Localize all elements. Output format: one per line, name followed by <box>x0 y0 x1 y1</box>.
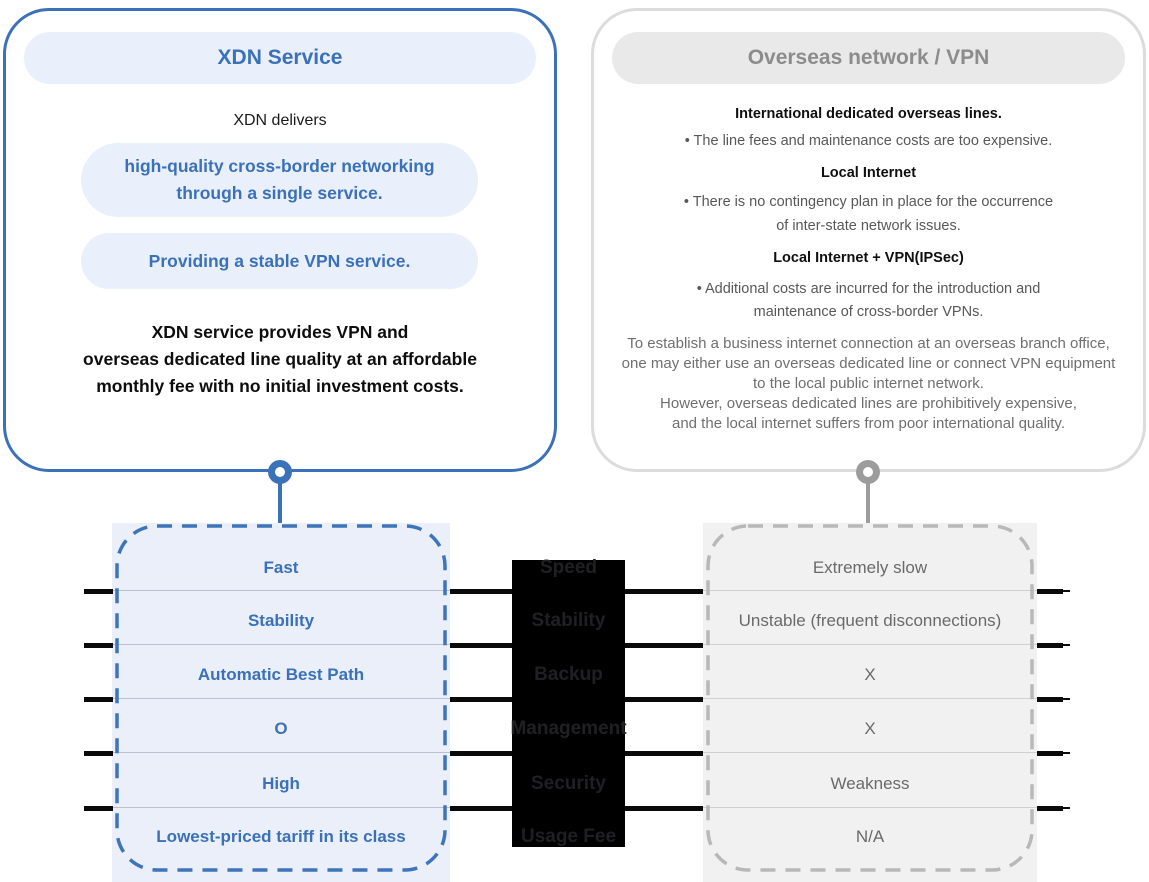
row-line <box>84 805 113 811</box>
criterion-management: Management <box>510 716 627 742</box>
row-line-tail <box>1060 752 1070 754</box>
xdn-feature-pill-2-line: Providing a stable VPN service. <box>148 250 411 271</box>
row-divider <box>112 590 450 591</box>
row-line-tail <box>1060 807 1070 809</box>
xdn-feature-pill-1-line-1: high-quality cross-border networking <box>124 156 435 176</box>
xdn-summary-text: XDN service provides VPN and overseas de… <box>6 319 554 400</box>
overseas-value-stability: Unstable (frequent disconnections) <box>738 611 1002 630</box>
xdn-summary-line-2: overseas dedicated line quality at an af… <box>83 349 477 369</box>
row-divider <box>703 752 1037 753</box>
row-divider <box>703 698 1037 699</box>
row-line-tail <box>1060 644 1070 646</box>
overseas-section-3-bullet-line-2: maintenance of cross-border VPNs. <box>753 304 984 320</box>
row-divider <box>703 590 1037 591</box>
criterion-backup: Backup <box>512 662 625 688</box>
row-divider <box>112 807 450 808</box>
xdn-intro-text: XDN delivers <box>233 112 327 129</box>
xdn-value-backup: Automatic Best Path <box>197 665 365 684</box>
criteria-column-background <box>512 560 625 847</box>
xdn-value-stability: Stability <box>247 611 315 630</box>
overseas-vpn-card: Overseas network / VPN International ded… <box>591 8 1146 472</box>
overseas-paragraph-line-4: However, overseas dedicated lines are pr… <box>660 395 1077 412</box>
overseas-paragraph-line-3: to the local public internet network. <box>753 375 984 392</box>
xdn-value-security: High <box>262 774 300 793</box>
criterion-speed-label: Speed <box>539 557 598 578</box>
overseas-section-2-heading: Local Internet <box>820 165 917 181</box>
row-line <box>1037 696 1063 702</box>
row-line <box>84 588 113 594</box>
row-line-tail <box>1060 590 1070 592</box>
overseas-section-2-bullet-line-2: of inter-state network issues. <box>776 218 961 234</box>
xdn-summary-line-1: XDN service provides VPN and <box>151 322 409 342</box>
overseas-paragraph-line-1: To establish a business internet connect… <box>627 335 1110 352</box>
xdn-service-card: XDN Service XDN delivers high-quality cr… <box>3 8 557 472</box>
criterion-security-label: Security <box>531 773 606 794</box>
row-line <box>84 642 113 648</box>
overseas-connector-line <box>866 470 870 526</box>
row-divider <box>112 644 450 645</box>
overseas-section-3-bullet-line-1: • Additional costs are incurred for the … <box>696 281 1041 297</box>
overseas-paragraph-line-5: and the local internet suffers from poor… <box>671 415 1065 432</box>
criterion-management-label: Management <box>510 718 627 739</box>
row-divider <box>112 698 450 699</box>
xdn-feature-pill-2: Providing a stable VPN service. <box>81 233 478 289</box>
xdn-value-speed: Fast <box>263 558 299 577</box>
overseas-value-usage-fee: N/A <box>855 827 885 846</box>
overseas-section-3-heading: Local Internet + VPN(IPSec) <box>773 250 964 266</box>
xdn-card-title-label: XDN Service <box>217 46 343 69</box>
row-line <box>1037 642 1063 648</box>
overseas-value-speed: Extremely slow <box>812 558 928 577</box>
row-divider <box>703 807 1037 808</box>
xdn-feature-pill-1-line-2: through a single service. <box>176 183 383 203</box>
row-line <box>84 750 113 756</box>
xdn-feature-pill-1: high-quality cross-border networking thr… <box>81 143 478 217</box>
criterion-backup-label: Backup <box>534 664 603 685</box>
row-line <box>1037 588 1063 594</box>
xdn-connector-node-icon <box>268 460 292 484</box>
overseas-connector-node-icon <box>856 460 880 484</box>
xdn-value-management: O <box>274 719 288 738</box>
xdn-card-title: XDN Service <box>24 32 536 84</box>
overseas-card-title: Overseas network / VPN <box>612 32 1125 84</box>
xdn-summary-line-3: monthly fee with no initial investment c… <box>96 376 464 396</box>
overseas-paragraph-line-2: one may either use an overseas dedicated… <box>621 355 1116 372</box>
overseas-value-management: X <box>864 719 876 738</box>
overseas-card-title-label: Overseas network / VPN <box>747 46 990 69</box>
overseas-section-2-bullet-line-1: • There is no contingency plan in place … <box>683 194 1054 210</box>
row-line <box>84 696 113 702</box>
criterion-stability-label: Stability <box>531 610 606 631</box>
row-divider <box>112 752 450 753</box>
overseas-value-backup: X <box>864 665 876 684</box>
overseas-value-security: Weakness <box>830 774 910 793</box>
overseas-section-1-bullet: • The line fees and maintenance costs ar… <box>684 133 1053 149</box>
criterion-security: Security <box>512 771 625 797</box>
xdn-connector-line <box>278 470 282 526</box>
row-line <box>1037 805 1063 811</box>
row-line <box>1037 750 1063 756</box>
criterion-usage-fee: Usage Fee <box>512 824 625 850</box>
overseas-paragraph: To establish a business internet connect… <box>602 334 1135 434</box>
row-divider <box>703 644 1037 645</box>
criterion-usage-fee-label: Usage Fee <box>520 826 617 847</box>
row-line-tail <box>1060 698 1070 700</box>
criterion-stability: Stability <box>512 608 625 634</box>
criterion-speed: Speed <box>512 555 625 581</box>
xdn-value-usage-fee: Lowest-priced tariff in its class <box>156 827 406 846</box>
overseas-section-1-heading: International dedicated overseas lines. <box>735 106 1002 122</box>
